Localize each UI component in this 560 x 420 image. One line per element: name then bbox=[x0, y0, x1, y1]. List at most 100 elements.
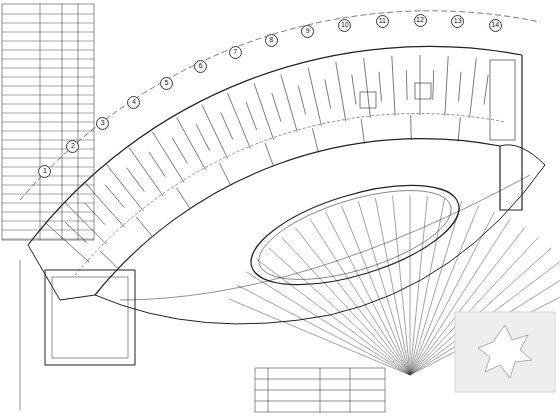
stroke bbox=[392, 56, 395, 116]
stroke bbox=[64, 202, 106, 245]
stroke bbox=[2, 86, 94, 87]
stroke bbox=[254, 83, 274, 140]
site-line bbox=[20, 260, 21, 410]
grid-bubble: 12 bbox=[414, 14, 427, 27]
stroke bbox=[2, 212, 94, 213]
lift bbox=[415, 83, 431, 99]
stroke bbox=[2, 194, 94, 195]
outline-arc bbox=[20, 11, 540, 200]
stroke bbox=[2, 158, 94, 159]
stroke bbox=[202, 105, 228, 159]
key-plan bbox=[455, 312, 555, 392]
stroke bbox=[352, 75, 356, 105]
stroke bbox=[445, 56, 448, 116]
stroke bbox=[375, 198, 410, 375]
stroke bbox=[177, 117, 206, 170]
stroke bbox=[228, 93, 251, 148]
end-wall bbox=[500, 55, 522, 210]
stroke bbox=[176, 188, 190, 209]
stroke bbox=[2, 95, 94, 96]
stroke bbox=[2, 14, 94, 15]
stroke bbox=[265, 143, 274, 166]
ellipse-roof bbox=[240, 165, 470, 305]
stroke bbox=[221, 112, 233, 139]
stroke bbox=[379, 72, 382, 102]
stroke bbox=[470, 58, 477, 118]
stroke bbox=[2, 41, 94, 42]
stroke bbox=[358, 201, 410, 375]
stroke bbox=[152, 132, 184, 183]
stroke bbox=[410, 201, 462, 375]
stroke bbox=[410, 115, 412, 140]
grid-bubble: 6 bbox=[194, 60, 207, 73]
stroke bbox=[272, 93, 281, 122]
stroke bbox=[2, 239, 94, 240]
stroke bbox=[2, 185, 94, 186]
stroke bbox=[45, 222, 90, 262]
stroke bbox=[172, 137, 187, 163]
stroke bbox=[312, 128, 318, 152]
key-plan-shape bbox=[478, 325, 532, 378]
stroke bbox=[393, 196, 410, 375]
grid-bubble: 11 bbox=[376, 15, 389, 28]
plant-room bbox=[45, 270, 135, 365]
grid-bubble: 14 bbox=[489, 19, 502, 32]
stroke bbox=[2, 221, 94, 222]
grid-bubble: 9 bbox=[301, 25, 314, 38]
stroke bbox=[308, 68, 321, 127]
stroke bbox=[2, 68, 94, 69]
stroke bbox=[458, 117, 460, 142]
stroke bbox=[65, 222, 87, 243]
lift bbox=[360, 92, 376, 108]
stroke bbox=[298, 85, 305, 114]
stroke bbox=[229, 299, 410, 375]
stroke bbox=[106, 164, 143, 211]
stroke bbox=[149, 152, 166, 177]
stroke bbox=[85, 182, 125, 227]
grid-bubble: 3 bbox=[96, 117, 109, 130]
stroke bbox=[364, 58, 371, 118]
plant-room bbox=[52, 277, 128, 358]
stroke bbox=[136, 217, 152, 236]
atrium-outline bbox=[95, 145, 545, 324]
stroke bbox=[2, 59, 94, 60]
stroke bbox=[2, 104, 94, 105]
stroke bbox=[2, 230, 94, 231]
stroke bbox=[410, 195, 411, 375]
stroke bbox=[361, 119, 364, 144]
grid-bubble: 5 bbox=[160, 77, 173, 90]
end-wall bbox=[28, 245, 95, 300]
atrium-line bbox=[120, 175, 530, 300]
stroke bbox=[336, 62, 346, 121]
notes-table bbox=[255, 368, 385, 412]
grid-bubble: 8 bbox=[265, 34, 278, 47]
stroke bbox=[325, 79, 331, 108]
stroke bbox=[2, 77, 94, 78]
stroke bbox=[2, 122, 94, 123]
stroke bbox=[129, 147, 164, 196]
stroke bbox=[2, 50, 94, 51]
corridor-line bbox=[75, 113, 505, 275]
grid-bubble: 10 bbox=[338, 19, 351, 32]
stroke bbox=[2, 113, 94, 114]
inner-wall bbox=[95, 139, 500, 295]
stroke bbox=[406, 70, 408, 100]
ellipse-roof bbox=[249, 172, 461, 297]
stroke bbox=[410, 196, 427, 375]
stroke bbox=[219, 163, 230, 185]
grid-bubble: 2 bbox=[66, 140, 79, 153]
stroke bbox=[246, 102, 257, 130]
stroke bbox=[458, 72, 461, 102]
stroke bbox=[85, 203, 106, 225]
stroke bbox=[105, 185, 124, 208]
stroke bbox=[2, 32, 94, 33]
table-rows bbox=[2, 14, 94, 239]
stair bbox=[490, 60, 515, 140]
stroke bbox=[295, 228, 410, 375]
grid-bubble: 4 bbox=[127, 96, 140, 109]
stroke bbox=[325, 212, 410, 375]
outer-wall bbox=[28, 46, 522, 245]
stroke bbox=[100, 251, 118, 268]
